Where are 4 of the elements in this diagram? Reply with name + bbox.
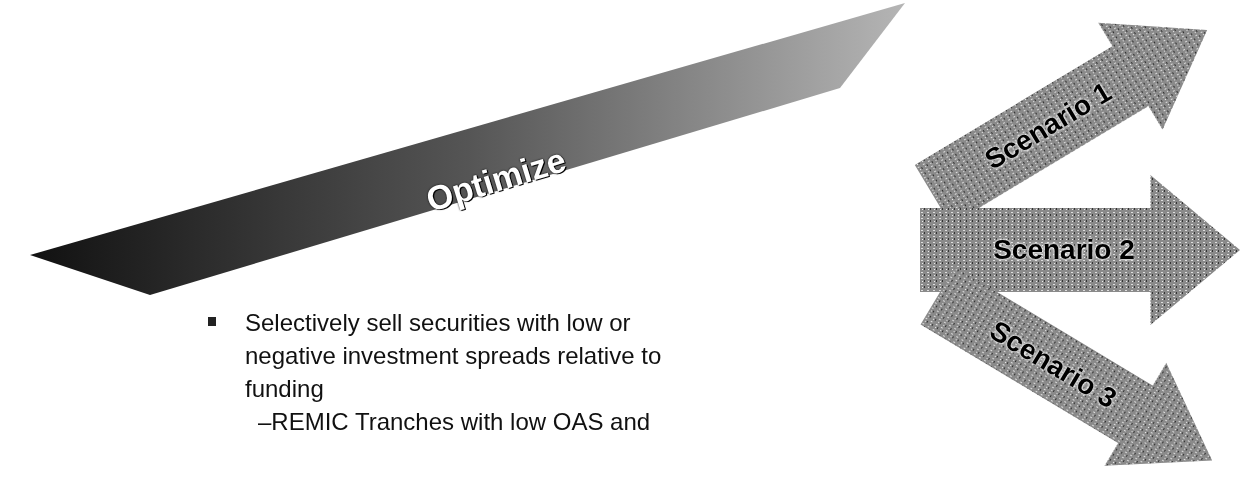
arrow-label: Optimize: [422, 140, 571, 220]
arrow-label: Scenario 2: [993, 234, 1135, 266]
bullet-text: Selectively sell securities with low or negative investment spreads relative to funding: [245, 308, 663, 404]
sub-bullet-text: –REMIC Tranches with low OAS and: [258, 407, 652, 437]
